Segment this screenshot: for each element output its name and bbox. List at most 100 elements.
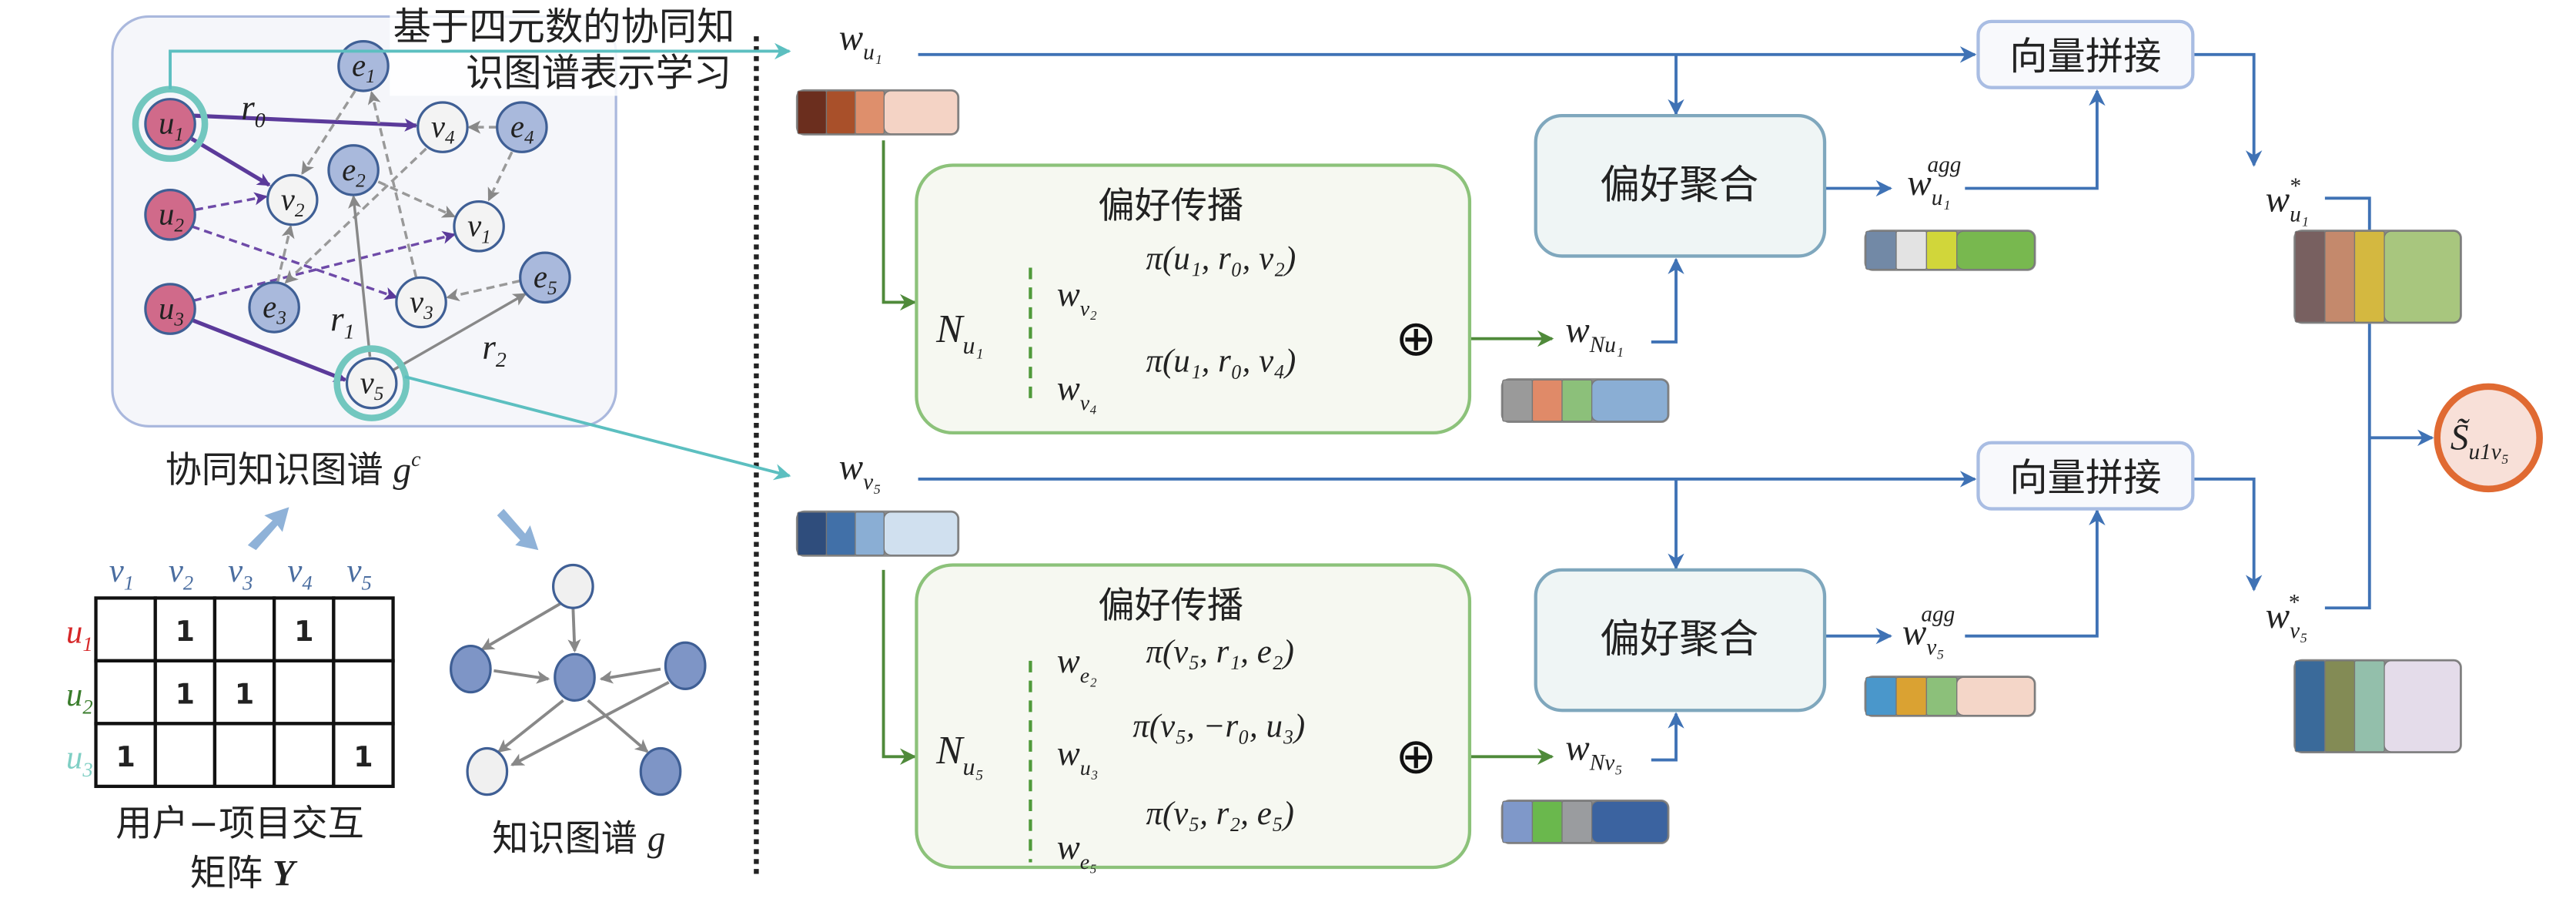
aggregation-title-user: 偏好聚合 xyxy=(1600,162,1758,208)
node-v2: v2 xyxy=(266,173,319,226)
svg-text:e5: e5 xyxy=(534,260,557,299)
vector-segment xyxy=(2324,230,2356,323)
matrix-to-ckg-arrow-icon xyxy=(247,507,289,551)
sum-operator-icon: ⊕ xyxy=(1395,728,1437,786)
node-v5: v5 xyxy=(345,357,398,410)
matrix-cell xyxy=(153,596,217,663)
neighbor-embedding: we₂ xyxy=(1057,642,1097,688)
concat-title-item: 向量拼接 xyxy=(2009,455,2161,500)
svg-text:v4: v4 xyxy=(431,109,455,149)
attention-weight: π(u₁, r₀, v₂) xyxy=(1146,241,1296,277)
node-e2: e2 xyxy=(327,144,380,196)
vector-segment xyxy=(825,90,856,135)
final-user-vector xyxy=(2293,230,2462,324)
relation-r1: r1 xyxy=(330,300,354,344)
vector-segment xyxy=(1561,800,1593,843)
score-node xyxy=(2434,383,2543,493)
node-u2: u2 xyxy=(144,189,196,241)
attention-weight: π(v₅, r₁, e₂) xyxy=(1146,634,1294,670)
aggregation-title-item: 偏好聚合 xyxy=(1600,616,1758,662)
matrix-cell xyxy=(332,596,395,663)
edge-e2-v1 xyxy=(377,180,456,218)
vector-segment xyxy=(883,90,958,135)
vector-segment xyxy=(797,90,828,135)
node-v4: v4 xyxy=(417,101,469,153)
node-v1: v1 xyxy=(453,200,505,253)
vector-segment xyxy=(1895,676,1928,716)
matrix-cell xyxy=(332,722,395,789)
vector-segment xyxy=(2384,230,2461,323)
vector-segment xyxy=(855,511,885,556)
kg-node xyxy=(664,641,707,690)
svg-text:v1: v1 xyxy=(109,553,134,595)
neighbor-output-label: wNv₅ xyxy=(1565,729,1622,776)
matrix-caption-line1: 用户−项目交互 xyxy=(115,803,364,845)
matrix-cell xyxy=(94,722,157,789)
svg-text:v5: v5 xyxy=(360,365,384,404)
sum-operator-icon: ⊕ xyxy=(1395,310,1437,367)
concat-box-item xyxy=(1976,441,2195,511)
vector-segment xyxy=(1956,230,2036,270)
svg-text:v3: v3 xyxy=(228,553,253,595)
svg-text:e3: e3 xyxy=(263,290,286,329)
vector-segment xyxy=(855,90,885,135)
matrix-cell xyxy=(212,596,276,663)
concat-box-user xyxy=(1976,19,2195,89)
u1-embedding-connector xyxy=(169,42,791,89)
user-embedding-label: wu₁ xyxy=(839,18,882,65)
agg-output-label: wv₅agg xyxy=(1902,602,1955,659)
matrix-cell-value: 1 xyxy=(294,615,313,648)
relation-r2: r2 xyxy=(482,327,507,372)
node-u1: u1 xyxy=(144,98,196,150)
node-e5: e5 xyxy=(519,251,571,304)
module-title-line1: 基于四元数的协同知 xyxy=(393,4,735,49)
kg-to-ckg-arrow-icon xyxy=(497,508,539,551)
neighbor-vector xyxy=(1500,800,1670,844)
matrix-cell xyxy=(94,596,157,663)
neighbor-vector xyxy=(1500,378,1670,424)
ckg-edges xyxy=(190,90,527,382)
neighbor-embedding: we₅ xyxy=(1057,828,1097,874)
matrix-cell-value: 1 xyxy=(235,678,254,711)
matrix-cell xyxy=(273,722,336,789)
svg-text:v4: v4 xyxy=(287,553,312,595)
vector-segment xyxy=(2354,660,2385,753)
matrix-cell xyxy=(273,659,336,726)
neighbor-embedding: wv₄ xyxy=(1057,369,1097,415)
matrix-cell-value: 1 xyxy=(353,740,373,773)
vector-segment xyxy=(1865,230,1897,270)
matrix-cell xyxy=(94,659,157,726)
neighbor-set-item: Nu₅ xyxy=(935,729,983,780)
node-e4: e4 xyxy=(496,101,548,153)
edge-e3-v2 xyxy=(276,224,295,283)
kg-node xyxy=(639,746,682,796)
node-e1: e1 xyxy=(337,40,390,92)
user-embedding-vector xyxy=(795,89,960,136)
svg-text:e2: e2 xyxy=(342,153,366,192)
edge-v3-e1 xyxy=(367,91,418,278)
svg-text:u3: u3 xyxy=(159,291,184,330)
vector-segment xyxy=(1925,676,1958,716)
svg-text:v2: v2 xyxy=(281,182,305,221)
svg-text:v1: v1 xyxy=(467,209,491,248)
neighbor-output-label: wNu₁ xyxy=(1565,310,1624,357)
propagation-box-user xyxy=(915,163,1472,435)
matrix-cell xyxy=(153,722,217,789)
neighbor-set-user: Nu₁ xyxy=(935,307,983,359)
svg-text:v2: v2 xyxy=(169,553,193,595)
final-user-label: wu₁* xyxy=(2266,174,2309,226)
edge-e1-v2 xyxy=(301,90,356,175)
final-item-vector xyxy=(2293,659,2462,753)
vector-segment xyxy=(1591,800,1668,843)
svg-text:v5: v5 xyxy=(347,553,372,595)
attention-weight: π(u₁, r₀, v₄) xyxy=(1146,344,1296,380)
vector-segment xyxy=(1561,379,1593,422)
vector-segment xyxy=(1591,379,1668,422)
attention-weight: π(v₅, −r₀, u₃) xyxy=(1132,709,1305,745)
